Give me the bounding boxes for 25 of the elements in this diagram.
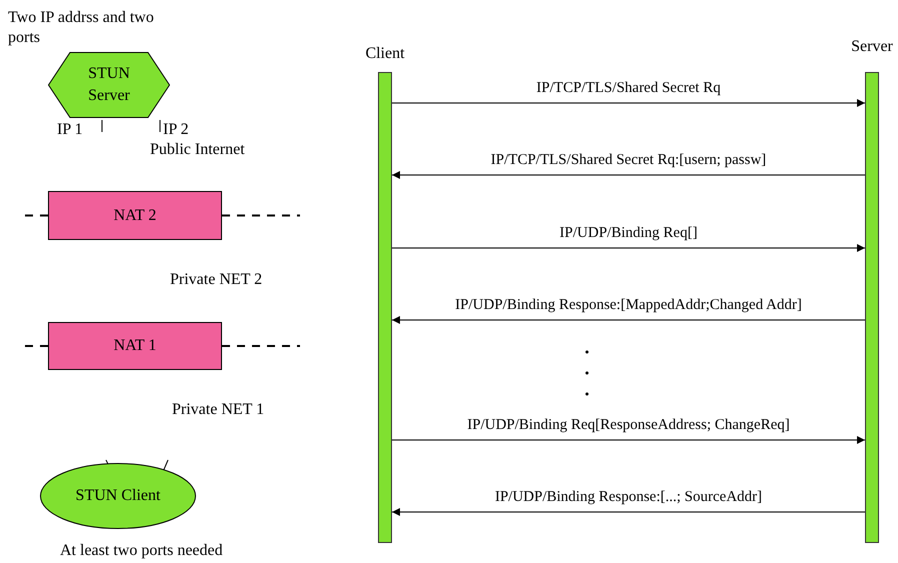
text-label: IP 1 xyxy=(57,121,83,139)
message-arrow xyxy=(392,316,866,324)
nat-device-box: NAT 2 xyxy=(48,191,222,240)
annotation-text: Two IP addrss and two ports xyxy=(8,8,155,48)
node-label: STUN Server xyxy=(87,64,131,106)
message-label: IP/TCP/TLS/Shared Secret Rq:[usern; passw] xyxy=(490,152,768,169)
message-arrow xyxy=(392,436,866,444)
text-label: Private NET 2 xyxy=(170,271,262,289)
lifeline-label: Server xyxy=(850,38,894,56)
text-label: Private NET 1 xyxy=(172,401,264,419)
node-label: STUN Client xyxy=(74,486,162,506)
lifeline-label: Client xyxy=(364,45,406,63)
annotation-text: At least two ports needed xyxy=(60,541,224,561)
message-arrow xyxy=(392,171,866,179)
message-label: IP/UDP/Binding Response:[...; SourceAddr] xyxy=(494,489,764,506)
text-label: IP 2 xyxy=(163,121,189,139)
message-label: IP/UDP/Binding Response:[MappedAddr;Changed Addr] xyxy=(454,297,803,314)
message-label: IP/UDP/Binding Req[ResponseAddress; ChangeReq] xyxy=(466,417,791,434)
message-arrow xyxy=(392,508,866,516)
message-arrow xyxy=(392,99,866,107)
message-arrow xyxy=(392,244,866,252)
text-label: Public Internet xyxy=(150,141,245,159)
nat-device-box: NAT 1 xyxy=(48,322,222,370)
message-label: IP/TCP/TLS/Shared Secret Rq xyxy=(535,80,722,97)
message-label: IP/UDP/Binding Req[] xyxy=(558,225,698,242)
